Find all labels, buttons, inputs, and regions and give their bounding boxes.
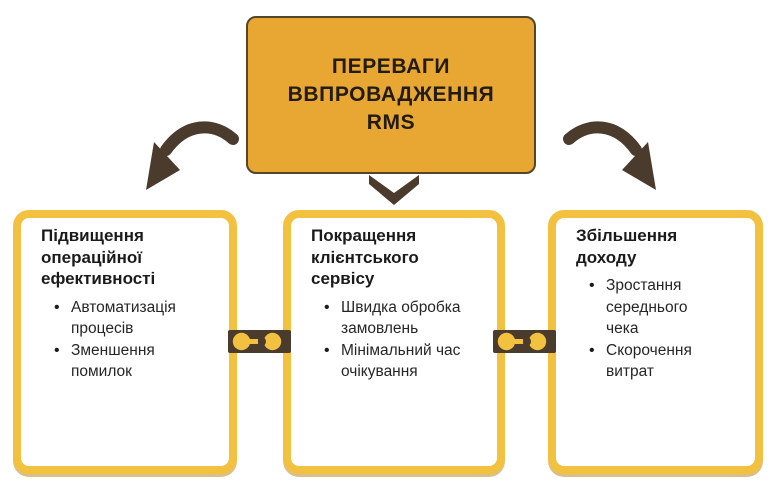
card-operational-efficiency: Підвищення операційної ефективності Авто… — [13, 210, 237, 474]
bullet-item: Швидка обробка замовлень — [311, 297, 489, 340]
bullet-item: Автоматизація процесів — [41, 297, 221, 340]
card-revenue-growth: Збільшення доходу Зростання середнього ч… — [548, 210, 763, 474]
chevron-down-arrow-icon — [369, 175, 419, 205]
card-bullet-list: Зростання середнього чека Скорочення вит… — [576, 275, 747, 383]
bullet-item: Зростання середнього чека — [576, 275, 747, 340]
chain-link-icon — [493, 330, 556, 353]
header-title-line2: ВВПРОВАДЖЕННЯ — [287, 83, 495, 106]
bullet-item: Зменшення помилок — [41, 340, 221, 383]
bullet-item: Скорочення витрат — [576, 340, 747, 383]
header-box: ПЕРЕВАГИ ВВПРОВАДЖЕННЯ RMS — [246, 16, 536, 174]
header-title-line1: ПЕРЕВАГИ — [331, 55, 451, 78]
curved-arrow-down-right-icon — [563, 121, 656, 190]
card-title: Підвищення операційної ефективності — [41, 226, 156, 288]
header-title-line3: RMS — [366, 111, 416, 134]
curved-arrow-down-left-icon — [146, 121, 239, 190]
card-bullet-list: Автоматизація процесів Зменшення помилок — [41, 297, 221, 383]
chain-link-icon — [228, 330, 291, 353]
card-client-service: Покращення клієнтського сервісу Швидка о… — [283, 210, 505, 474]
bullet-item: Мінімальний час очікування — [311, 340, 489, 383]
card-title: Покращення клієнтського сервісу — [311, 226, 419, 288]
card-bullet-list: Швидка обробка замовлень Мінімальний час… — [311, 297, 489, 383]
card-title: Збільшення доходу — [576, 226, 678, 267]
